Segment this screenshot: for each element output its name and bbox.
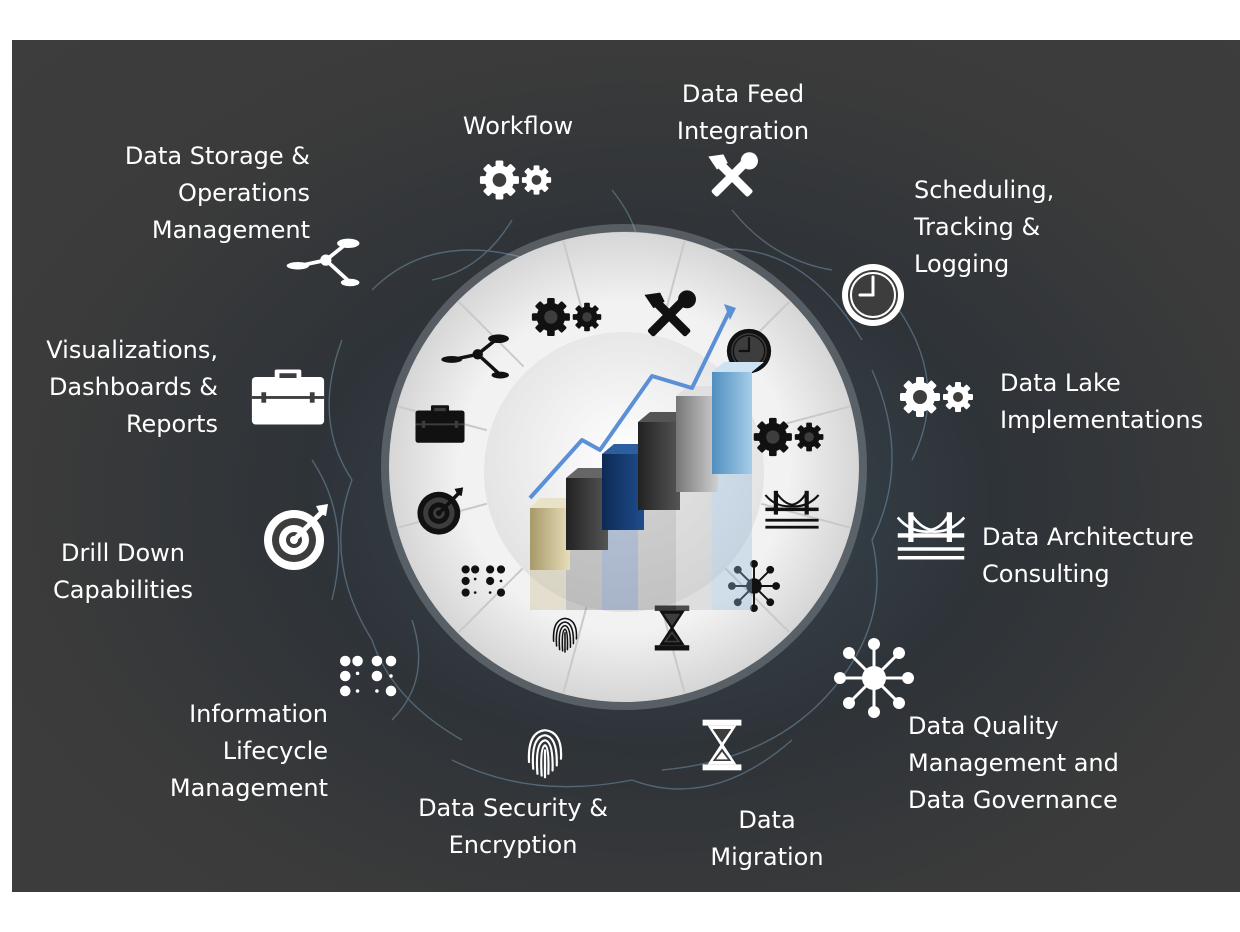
- center-bar-illustration: [528, 304, 764, 610]
- label-visualizations-dashboards: Visualizations, Dashboards & Reports: [46, 336, 218, 438]
- segment-divider: [562, 603, 589, 694]
- data-architecture-bridge-icon: [896, 510, 966, 561]
- label-data-security: Data Security & Encryption: [418, 794, 608, 859]
- label-data-storage-operations: Data Storage & Operations Management: [124, 142, 310, 244]
- label-information-lifecycle: Information Lifecycle Management: [169, 700, 328, 802]
- visualizations-briefcase-icon: [251, 369, 325, 425]
- label-data-feed-integration: Data Feed Integration: [676, 80, 810, 145]
- scheduling-clock-icon: [840, 262, 906, 328]
- label-workflow: Workflow: [462, 112, 574, 140]
- information-lifecycle-dots-icon: [339, 655, 397, 697]
- label-scheduling-tracking: Scheduling, Tracking & Logging: [914, 176, 1055, 278]
- data-feed-tools-icon: [708, 152, 758, 198]
- ring-briefcase-icon: [415, 405, 465, 443]
- workflow-gears-icon: [479, 160, 552, 200]
- data-lake-gears-icon: [900, 377, 973, 417]
- data-quality-network-icon: [834, 638, 914, 718]
- wheel-graphic: .hole { fill: #3d3d3d; } .onring .hole {…: [251, 152, 973, 790]
- label-data-architecture: Data Architecture Consulting: [982, 523, 1194, 588]
- lightning-veins: [311, 189, 929, 790]
- label-drill-down: Drill Down Capabilities: [53, 539, 193, 604]
- segment-divider: [457, 300, 525, 368]
- label-data-lake: Data Lake Implementations: [1000, 369, 1204, 434]
- label-data-quality: Data Quality Management and Data Governa…: [908, 712, 1119, 814]
- data-security-fingerprint-icon: [527, 729, 563, 779]
- label-data-migration: Data Migration: [710, 806, 824, 871]
- drill-down-target-icon: [264, 504, 328, 570]
- diagram-panel: .hole { fill: #3d3d3d; } .onring .hole {…: [12, 40, 1240, 892]
- segment-divider: [723, 566, 791, 634]
- segment-divider: [457, 566, 525, 634]
